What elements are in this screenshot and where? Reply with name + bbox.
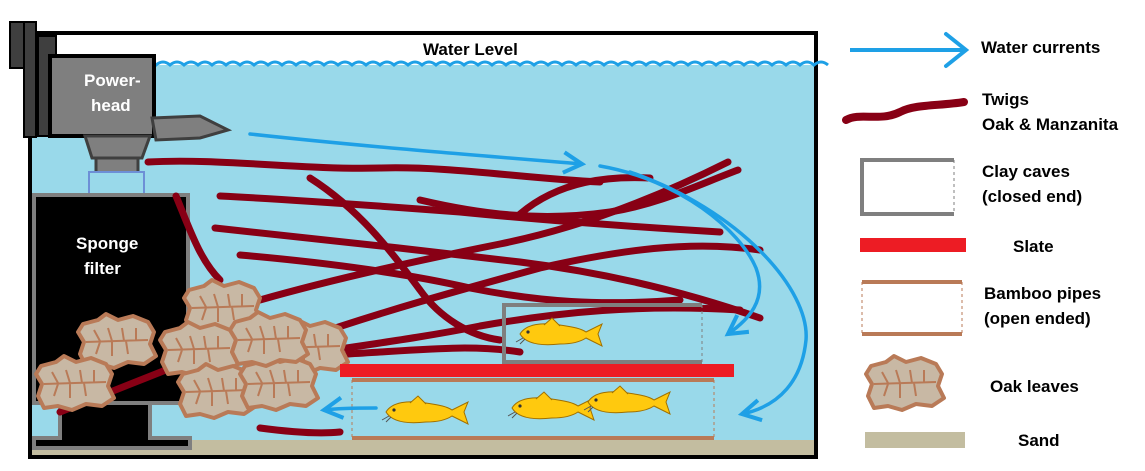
twig	[144, 157, 604, 186]
legend-sand-label: Sand	[1018, 431, 1060, 450]
water-level-label: Water Level	[423, 40, 518, 59]
tank-outline	[28, 31, 818, 459]
legend: Water currents Twigs Oak & Manzanita Cla…	[842, 32, 1119, 450]
water-currents-group	[248, 132, 808, 414]
legend-twigs-label-line2: Oak & Manzanita	[982, 115, 1119, 134]
sponge-filter-label-line1: Sponge	[76, 234, 138, 253]
legend-clay-caves-label-line2: (closed end)	[982, 187, 1082, 206]
legend-clay-caves-label-line1: Clay caves	[982, 162, 1070, 181]
sand-layer	[30, 440, 816, 456]
current-arrow	[324, 408, 378, 410]
legend-water-currents-label: Water currents	[981, 38, 1100, 57]
twig	[256, 158, 732, 304]
legend-slate-swatch	[860, 238, 966, 252]
legend-bamboo-pipes-label-line1: Bamboo pipes	[984, 284, 1101, 303]
legend-slate-label: Slate	[1013, 237, 1054, 256]
legend-sand-swatch	[865, 432, 965, 448]
legend-bamboo-swatch	[862, 280, 962, 336]
twig	[416, 166, 742, 220]
twigs-group	[56, 157, 764, 437]
legend-current-arrowhead	[944, 32, 970, 68]
legend-twig-swatch	[842, 98, 968, 124]
water-level-line	[29, 60, 829, 67]
legend-twigs-label-line1: Twigs	[982, 90, 1029, 109]
powerhead-label-line1: Power-	[84, 71, 141, 90]
twig	[211, 224, 764, 322]
twig	[172, 192, 224, 284]
oak-leaf	[228, 310, 310, 368]
oak-leaf	[34, 354, 116, 412]
twig	[216, 192, 724, 236]
powerhead: Power- head	[9, 21, 233, 195]
sponge-filter-label-line2: filter	[84, 259, 121, 278]
twig	[256, 424, 344, 437]
legend-oak-leaves-label: Oak leaves	[990, 377, 1079, 396]
slate	[340, 364, 734, 377]
bamboo-pipe	[351, 378, 715, 440]
legend-bamboo-pipes-label-line2: (open ended)	[984, 309, 1091, 328]
current-arrow	[628, 170, 808, 414]
clay-cave	[502, 303, 703, 364]
legend-oak-leaf-swatch	[864, 354, 946, 412]
current-arrow	[248, 132, 582, 164]
twig	[516, 174, 654, 218]
legend-clay-cave-swatch	[860, 158, 954, 216]
oak-leaf	[238, 354, 320, 412]
air-gap	[30, 31, 816, 65]
powerhead-label-line2: head	[91, 96, 131, 115]
twig	[296, 242, 764, 344]
